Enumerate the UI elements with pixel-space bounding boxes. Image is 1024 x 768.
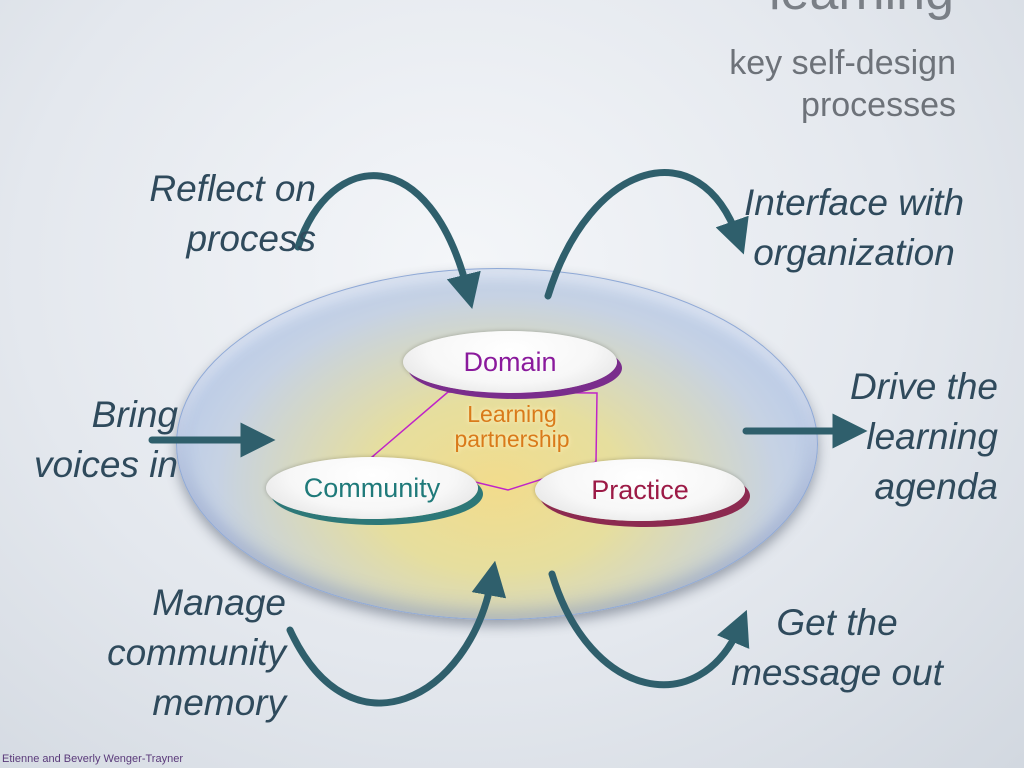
community-node: Community bbox=[266, 457, 478, 519]
domain-node: Domain bbox=[403, 331, 617, 393]
practice-label: Practice bbox=[591, 474, 689, 505]
domain-label: Domain bbox=[463, 346, 557, 377]
manage-memory-arrow bbox=[286, 560, 507, 707]
interface-with-organization-label: Interface with organization bbox=[743, 182, 965, 273]
interface-arrow bbox=[544, 169, 749, 300]
practice-node: Practice bbox=[535, 459, 745, 521]
reflect-arrow bbox=[294, 172, 481, 309]
slide-title-partial: learning bbox=[769, 0, 954, 18]
get-message-out-label: Get the message out bbox=[731, 602, 943, 693]
slide-subtitle: key self-design processes bbox=[729, 44, 956, 124]
manage-community-memory-label: Manage community memory bbox=[107, 582, 286, 723]
drive-learning-agenda-label: Drive the learning agenda bbox=[849, 366, 998, 507]
message-arrow bbox=[548, 570, 750, 689]
learning-partnership-label: Learning partnership bbox=[454, 401, 570, 452]
footer-credit: Etienne and Beverly Wenger-Trayner bbox=[2, 753, 183, 765]
bring-voices-in-label: Bring voices in bbox=[34, 394, 178, 485]
reflect-on-process-label: Reflect on process bbox=[149, 168, 316, 259]
community-label: Community bbox=[303, 472, 441, 503]
